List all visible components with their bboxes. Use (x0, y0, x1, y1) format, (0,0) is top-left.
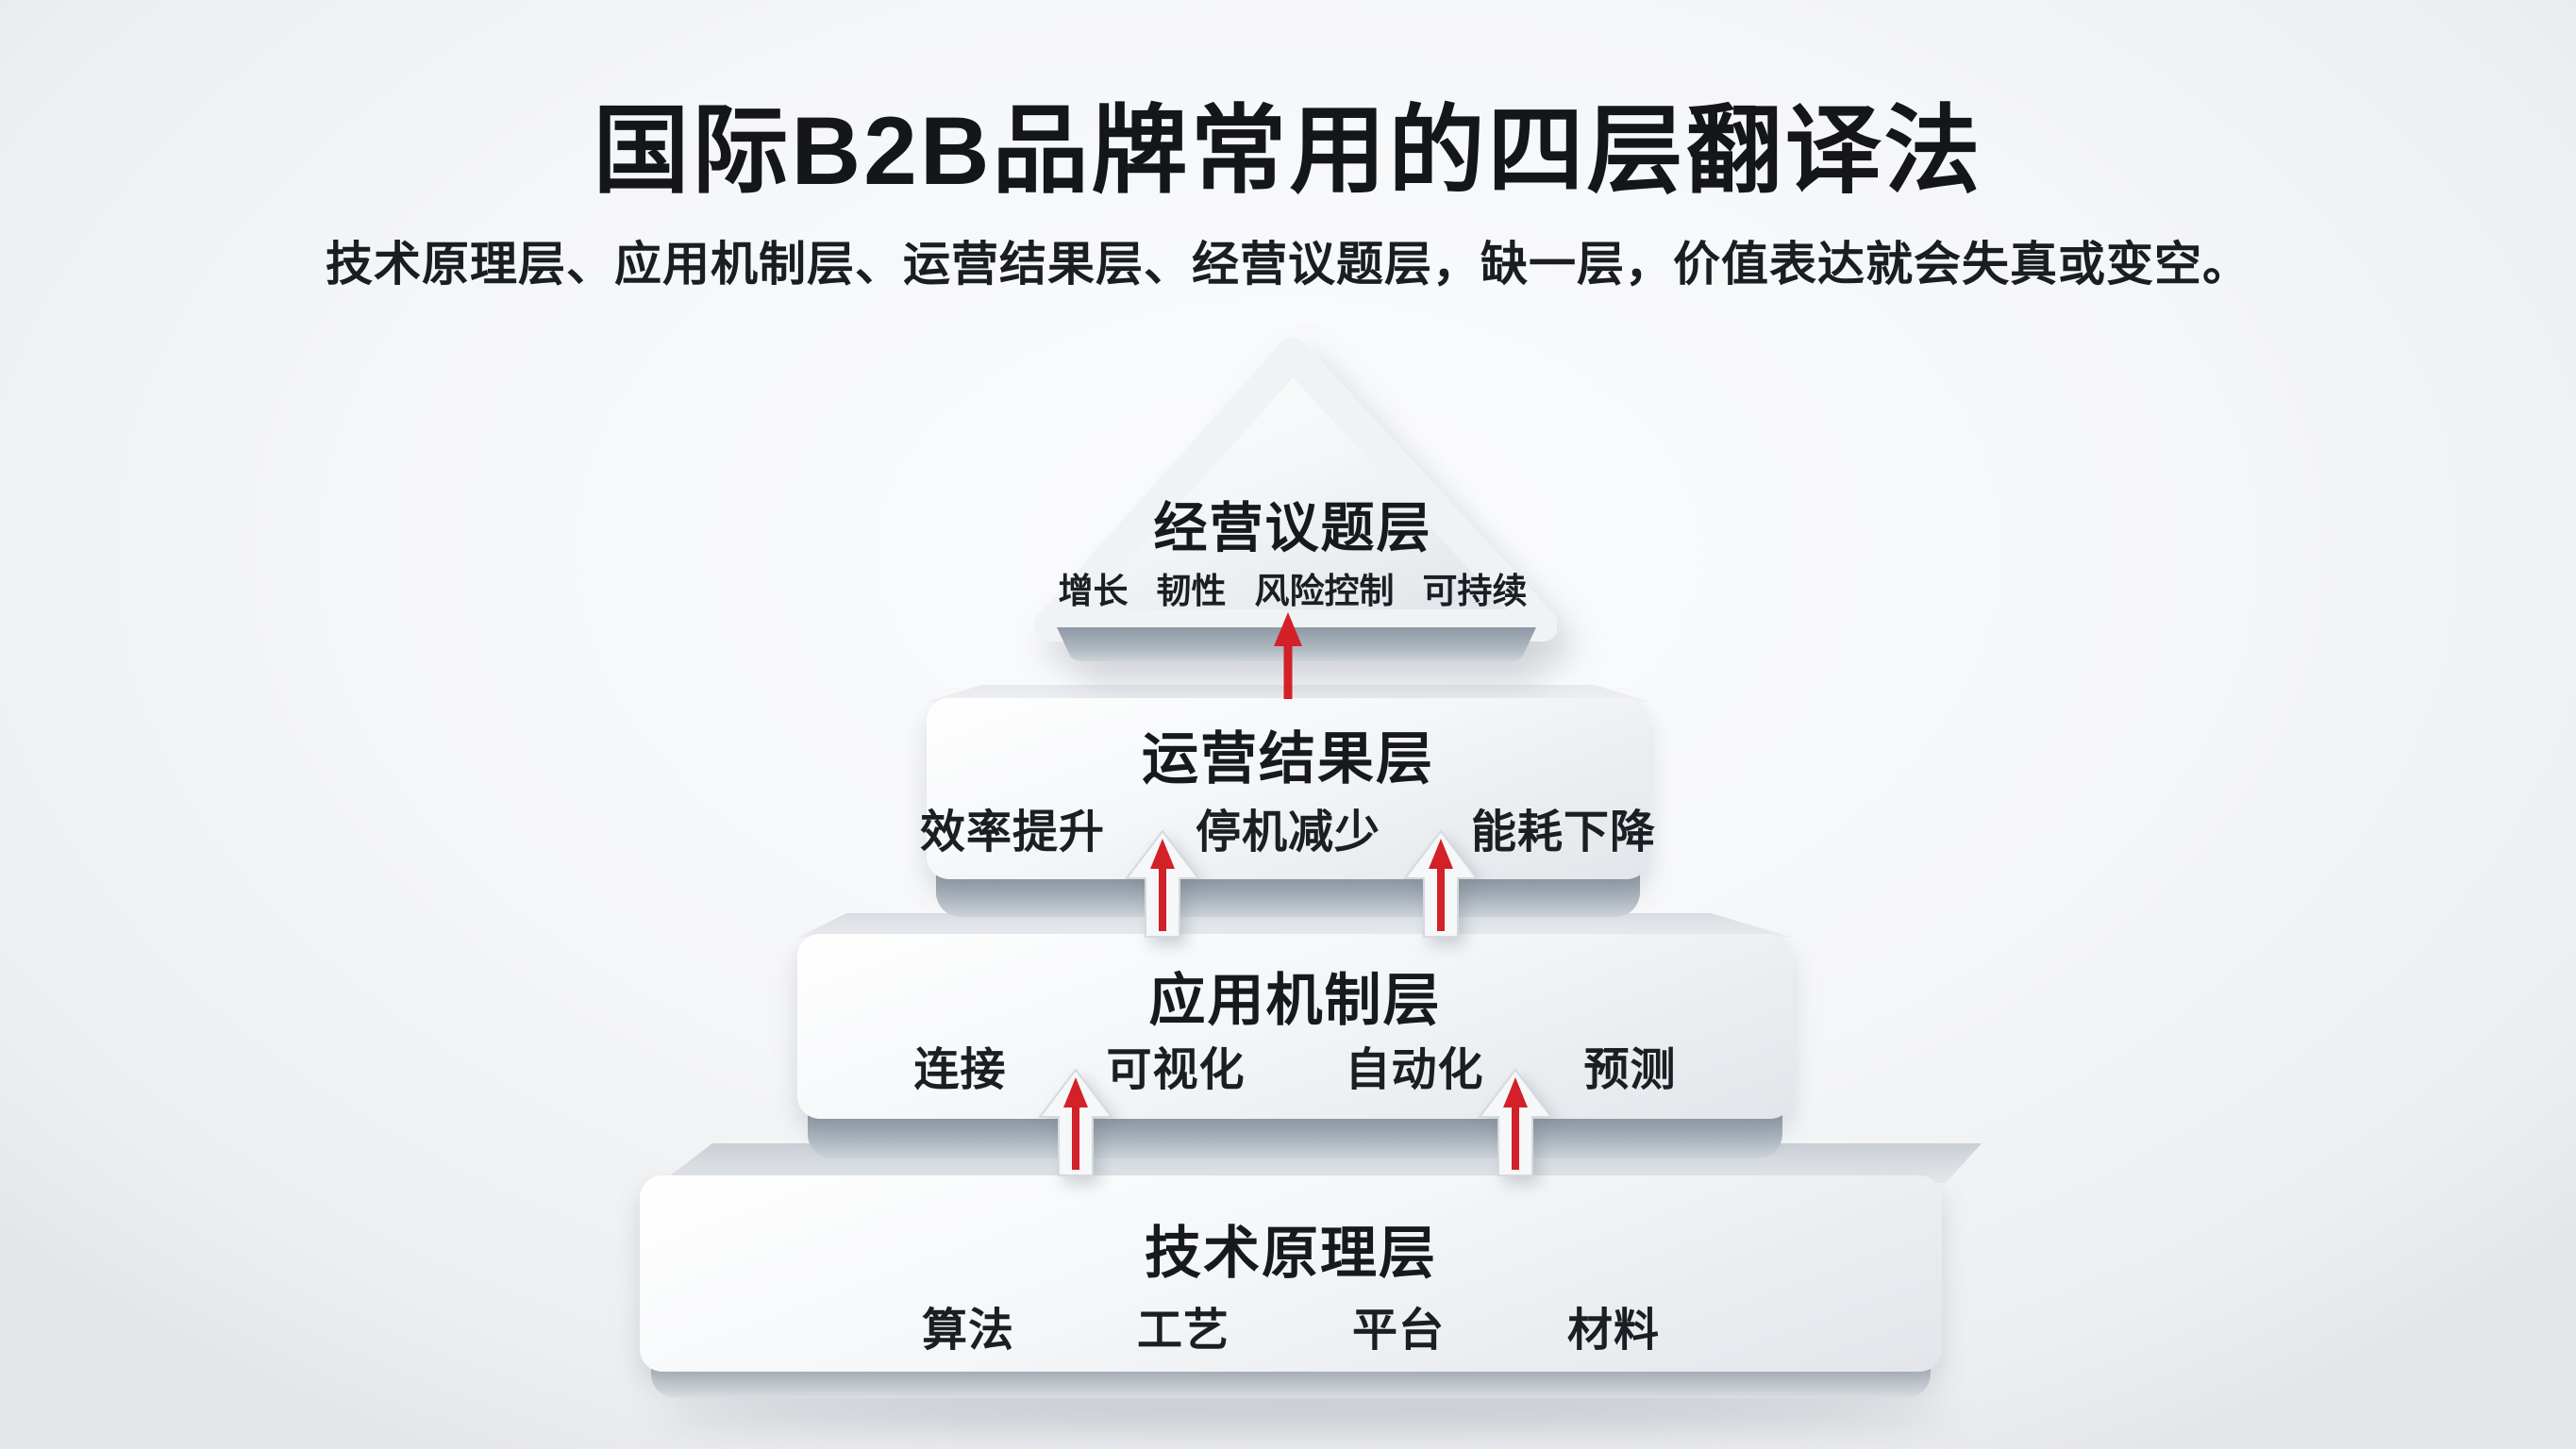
layer2-items: 效率提升 停机减少 能耗下降 (898, 794, 1678, 860)
layer4-slab (640, 1175, 1942, 1372)
layer4-item: 算法 (921, 1306, 1014, 1356)
apex-item: 增长 (1058, 572, 1129, 610)
layer3-slab (797, 934, 1793, 1119)
layer2-title: 运营结果层 (1142, 727, 1434, 791)
up-arrow-icon (1274, 612, 1302, 699)
up-arrow-3d-icon (1402, 829, 1480, 938)
up-arrow-3d-icon (1124, 829, 1201, 938)
up-arrow-3d-icon (1477, 1068, 1554, 1176)
layer4-items: 算法 工艺 平台 材料 (640, 1292, 1942, 1358)
apex-face (1034, 338, 1557, 641)
layer4-item: 材料 (1567, 1306, 1661, 1356)
apex-item: 风险控制 (1254, 572, 1395, 610)
shelf-top-of-layer3 (797, 913, 1793, 938)
layer2-item: 效率提升 (919, 808, 1105, 858)
layer3-items: 连接 可视化 自动化 预测 (797, 1032, 1793, 1098)
apex-layer-title: 经营议题层 (1153, 498, 1432, 558)
layer3-title: 应用机制层 (1148, 969, 1442, 1032)
layer3-item: 可视化 (1106, 1045, 1246, 1095)
layer2-item: 停机减少 (1195, 808, 1380, 858)
page-title: 国际B2B品牌常用的四层翻译法 (593, 97, 1983, 205)
layer3-item: 连接 (913, 1045, 1007, 1095)
page-subtitle: 技术原理层、应用机制层、运营结果层、经营议题层，缺一层，价值表达就会失真或变空。 (326, 238, 2250, 291)
apex-layer-items: 增长 韧性 风险控制 可持续 (1000, 562, 1585, 613)
layer2-side-edge (936, 874, 1640, 917)
layer3-item: 自动化 (1345, 1045, 1484, 1095)
layer3-item: 预测 (1583, 1045, 1677, 1095)
layer2-slab (927, 698, 1649, 879)
layer4-item: 工艺 (1136, 1306, 1229, 1356)
up-arrow-3d-icon (1037, 1068, 1114, 1176)
apex-item: 韧性 (1156, 572, 1227, 610)
layer2-item: 能耗下降 (1471, 808, 1657, 858)
layer3-side-edge (808, 1113, 1782, 1158)
apex-item: 可持续 (1422, 572, 1528, 610)
layer4-item: 平台 (1352, 1306, 1446, 1356)
layer4-title: 技术原理层 (1145, 1222, 1437, 1285)
